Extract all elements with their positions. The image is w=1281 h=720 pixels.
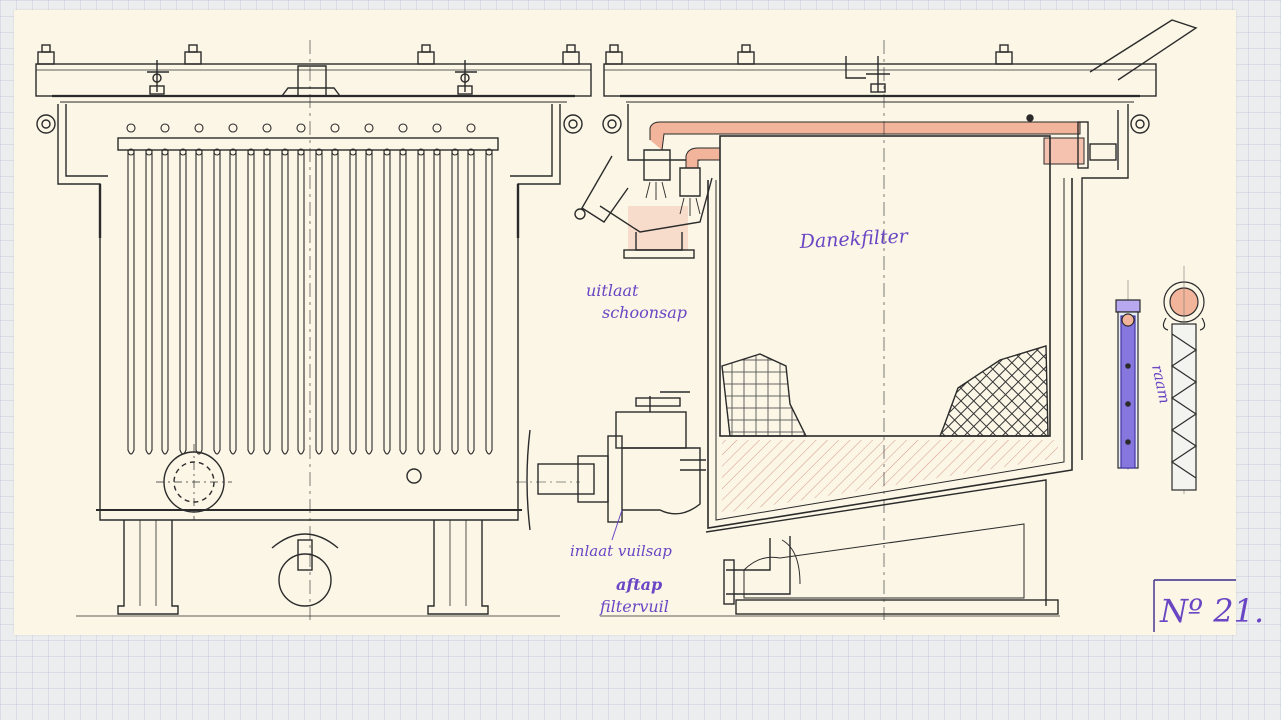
detail-element-side (1115, 280, 1141, 470)
annotation-drain-2: filtervuil (599, 597, 669, 616)
annotation-drain-1: aftap (616, 575, 662, 594)
drawing-sheet: Danekfilter uitlaat schoonsap inlaat vui… (14, 10, 1264, 635)
section-view (516, 19, 1198, 620)
annotation-outlet-clean-1: uitlaat (586, 281, 639, 300)
annotation-filter-name: Danekfilter (798, 225, 910, 253)
sheet-number: Nº 21. (1159, 592, 1264, 630)
technical-drawing: Danekfilter uitlaat schoonsap inlaat vui… (35, 19, 1264, 632)
support-legs (117, 520, 489, 615)
inlet-leader-line (611, 509, 623, 541)
annotation-frame: raam (1148, 363, 1174, 405)
filter-elements (126, 123, 493, 455)
sheet-number-box: Nº 21. (1153, 579, 1264, 632)
front-elevation (35, 40, 592, 620)
cover-bolts (37, 44, 580, 65)
detail-element-section (1162, 266, 1206, 494)
inlet-valve (516, 391, 706, 531)
annotation-outlet-clean-2: schoonsap (602, 303, 687, 322)
vent-valves (147, 60, 477, 95)
annotation-inlet-dirty: inlaat vuilsap (570, 542, 672, 560)
